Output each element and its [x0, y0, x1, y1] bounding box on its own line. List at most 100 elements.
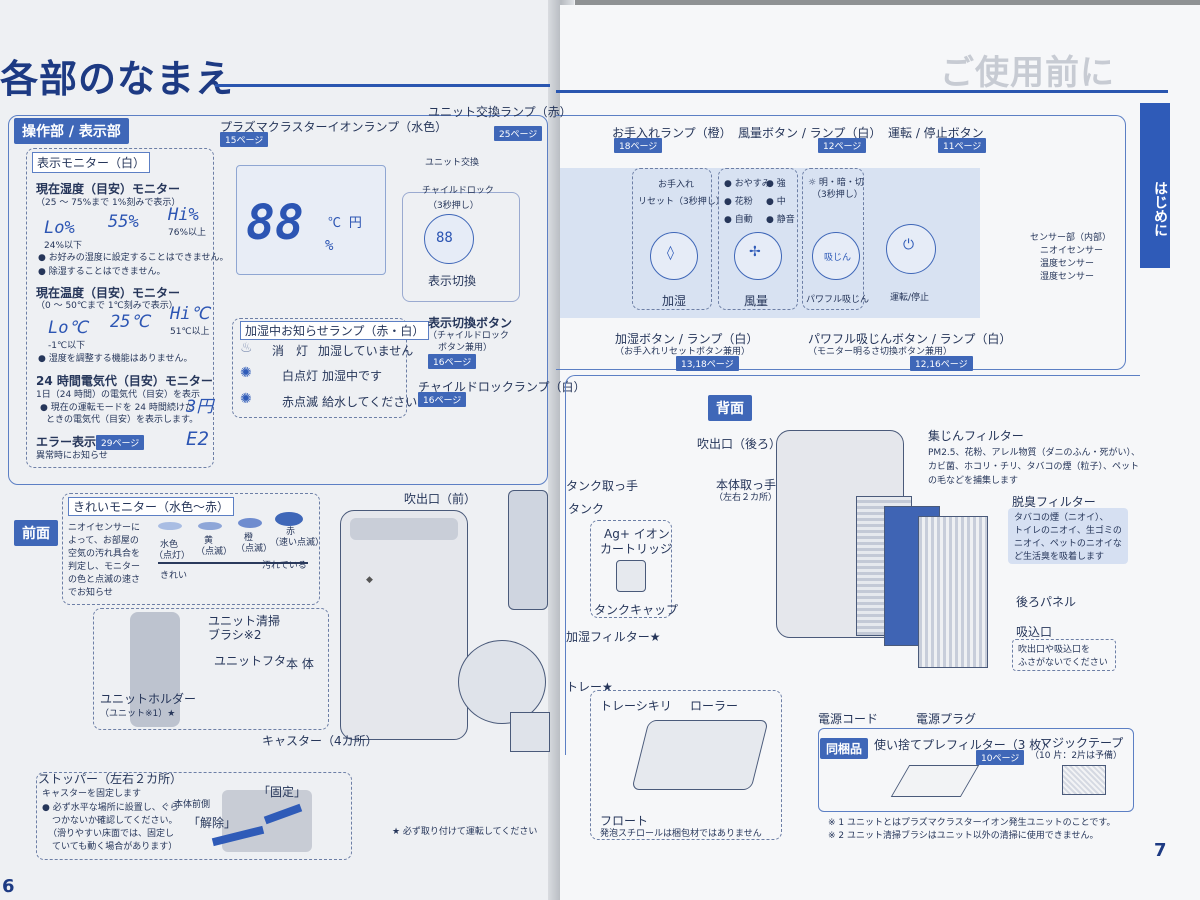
- brush-label: ユニット清掃: [208, 614, 281, 628]
- dust-desc-3: の毛などを捕集します: [928, 476, 1019, 486]
- powerful-button-text: パワフル吸じん: [806, 295, 870, 305]
- powerful-icon-text: 吸じん: [824, 253, 852, 263]
- unit-holder-sub: （ユニット※1）★: [100, 709, 176, 719]
- fan-button[interactable]: [734, 232, 782, 280]
- power-title: 24 時間電気代（目安）モニター: [36, 374, 213, 388]
- fan-page-ref[interactable]: 12ページ: [818, 138, 867, 153]
- ag-cartridge-box: [590, 520, 672, 618]
- operation-panel-right: [556, 115, 1126, 370]
- humidity-range: （25 ～ 75%まで 1%刻みで表示）: [36, 198, 181, 208]
- lamp-white-desc: 加湿中です: [322, 369, 383, 383]
- dust-desc-2: カビ菌、ホコリ・チリ、タバコの煙（粒子）、ペット: [928, 462, 1139, 472]
- display-switch-digits: 88: [436, 230, 453, 246]
- humidity-mid: 55%: [108, 212, 139, 232]
- stopper-desc-4: （滑りやすい床面では、固定し: [48, 829, 175, 839]
- sensor-3: 温度センサー: [1040, 259, 1095, 269]
- outlet-back-label: 吹出口（後ろ）: [697, 437, 782, 451]
- color-1-sub: （点灯）: [154, 551, 191, 561]
- powerful-button-area: [802, 168, 864, 310]
- humid-button-area: [632, 168, 712, 310]
- unit-page-ref[interactable]: 25ページ: [494, 126, 543, 141]
- color-dot-yellow: [198, 522, 222, 530]
- dirty-label: 汚れている: [262, 561, 307, 571]
- power-value: 3円: [186, 397, 214, 417]
- humid-button-label: 加湿ボタン / ランプ（白）: [615, 332, 759, 346]
- water-drop-icon: ◊: [667, 245, 674, 261]
- deodor-desc-4: ど生活臭を吸着します: [1014, 552, 1105, 562]
- switch-button-sub1: （チャイルドロック: [428, 331, 509, 341]
- prefilter-page-ref[interactable]: 10ページ: [976, 750, 1025, 765]
- child-lock-area: [402, 192, 520, 302]
- plasma-page-ref[interactable]: 15ページ: [220, 132, 269, 147]
- humid-filter-label: 加湿フィルター★: [566, 630, 661, 644]
- powerful-button-label: パワフル吸じんボタン / ランプ（白）: [808, 332, 1012, 346]
- tray-lever-label: トレーシキリ: [600, 699, 672, 713]
- inlet-warn-1: 吹出口や吸込口を: [1018, 645, 1091, 655]
- care-reset: リセット（3秒押し）: [638, 197, 725, 207]
- deodor-desc-box: [1008, 508, 1128, 564]
- page-number-right: 7: [1154, 840, 1167, 861]
- display-switch-button[interactable]: [424, 214, 474, 264]
- bright-label: ☼ 明・暗・切: [808, 178, 864, 188]
- lamp-white: 白点灯: [282, 369, 319, 383]
- clean-desc-3: 空気の汚れ具合を: [68, 549, 141, 559]
- color-4: 赤: [286, 527, 296, 537]
- fan-button-label: 風量ボタン / ランプ（白）: [738, 126, 882, 140]
- color-dot-blue: [158, 522, 182, 530]
- color-2: 黄: [204, 536, 214, 546]
- section-back: 背面: [708, 395, 752, 421]
- care-page-ref[interactable]: 18ページ: [614, 138, 663, 153]
- powerful-page-ref[interactable]: 12,16ページ: [910, 356, 973, 371]
- lamp-red-desc: 給水してください: [322, 395, 418, 409]
- humid-button[interactable]: [650, 232, 698, 280]
- release-label: 「解除」: [188, 816, 237, 830]
- deodor-desc-2: トイレのニオイ、生ゴミの: [1014, 526, 1122, 536]
- fan-opt-2: ● 花粉: [724, 197, 753, 207]
- color-2-sub: （点滅）: [196, 547, 233, 557]
- run-button-label: 運転 / 停止ボタン: [888, 126, 984, 140]
- switch-page-ref[interactable]: 16ページ: [428, 354, 477, 369]
- color-4-sub: （速い点滅）: [270, 538, 325, 548]
- humid-page-ref[interactable]: 13,18ページ: [676, 356, 739, 371]
- power-desc: 1日（24 時間）の電気代（目安）を表示: [36, 390, 201, 400]
- bright-sub: （3秒押し）: [812, 190, 863, 200]
- temperature-bullet: ● 湿度を調整する機能はありません。: [38, 354, 193, 364]
- run-stop-button[interactable]: [886, 224, 936, 274]
- clean-monitor-box: [62, 493, 320, 605]
- unit-holder-label: ユニットホルダー: [100, 692, 197, 706]
- fan-opt-3: ● 自動: [724, 215, 753, 225]
- display-switch-label: 表示切換: [428, 274, 477, 288]
- fan-opt-5: ● 中: [766, 197, 786, 207]
- inlet-warn-2: ふさがないでください: [1018, 658, 1108, 668]
- front-outlet-grille: [350, 518, 458, 540]
- child-page-ref[interactable]: 16ページ: [418, 392, 467, 407]
- clean-label: きれい: [160, 571, 188, 581]
- unit-lid-label: ユニットフタ: [214, 654, 287, 668]
- stopper-box: [36, 772, 352, 860]
- float-note: 発泡スチロールは梱包材ではありません: [600, 829, 762, 839]
- clean-monitor-title: きれいモニター（水色～赤）: [68, 497, 235, 516]
- section-front: 前面: [14, 520, 58, 546]
- stopper-desc-5: ていても動く場合があります）: [52, 842, 178, 852]
- humidity-bullet-1: ● お好みの湿度に設定することはできません。: [38, 253, 229, 263]
- plug-label: 電源プラグ: [916, 712, 977, 726]
- sensor-2: ニオイセンサー: [1040, 246, 1104, 256]
- back-panel-image: [918, 516, 988, 668]
- care-text: お手入れ: [658, 180, 695, 190]
- prefilter-label: 使い捨てプレフィルター（3 枚）: [874, 738, 1054, 752]
- run-page-ref[interactable]: 11ページ: [938, 138, 987, 153]
- powerful-button[interactable]: [812, 232, 860, 280]
- left-page: [0, 0, 575, 900]
- section-included: 同梱品: [820, 738, 869, 759]
- lcd-big-digits: 88: [246, 195, 304, 251]
- error-page-ref[interactable]: 29ページ: [96, 435, 145, 450]
- clean-dirty-arrow: [158, 562, 308, 564]
- color-3-sub: （点滅）: [236, 544, 273, 554]
- lamp-red-icon: ✺: [240, 391, 252, 407]
- tank-label: タンク: [568, 502, 605, 516]
- right-page-header: ご使用前に: [940, 53, 1115, 93]
- deodor-filter-label: 脱臭フィルター: [1012, 495, 1096, 509]
- temperature-lo-note: -1℃以下: [48, 341, 86, 351]
- float-label: フロート: [600, 814, 649, 828]
- color-1: 水色: [160, 540, 179, 550]
